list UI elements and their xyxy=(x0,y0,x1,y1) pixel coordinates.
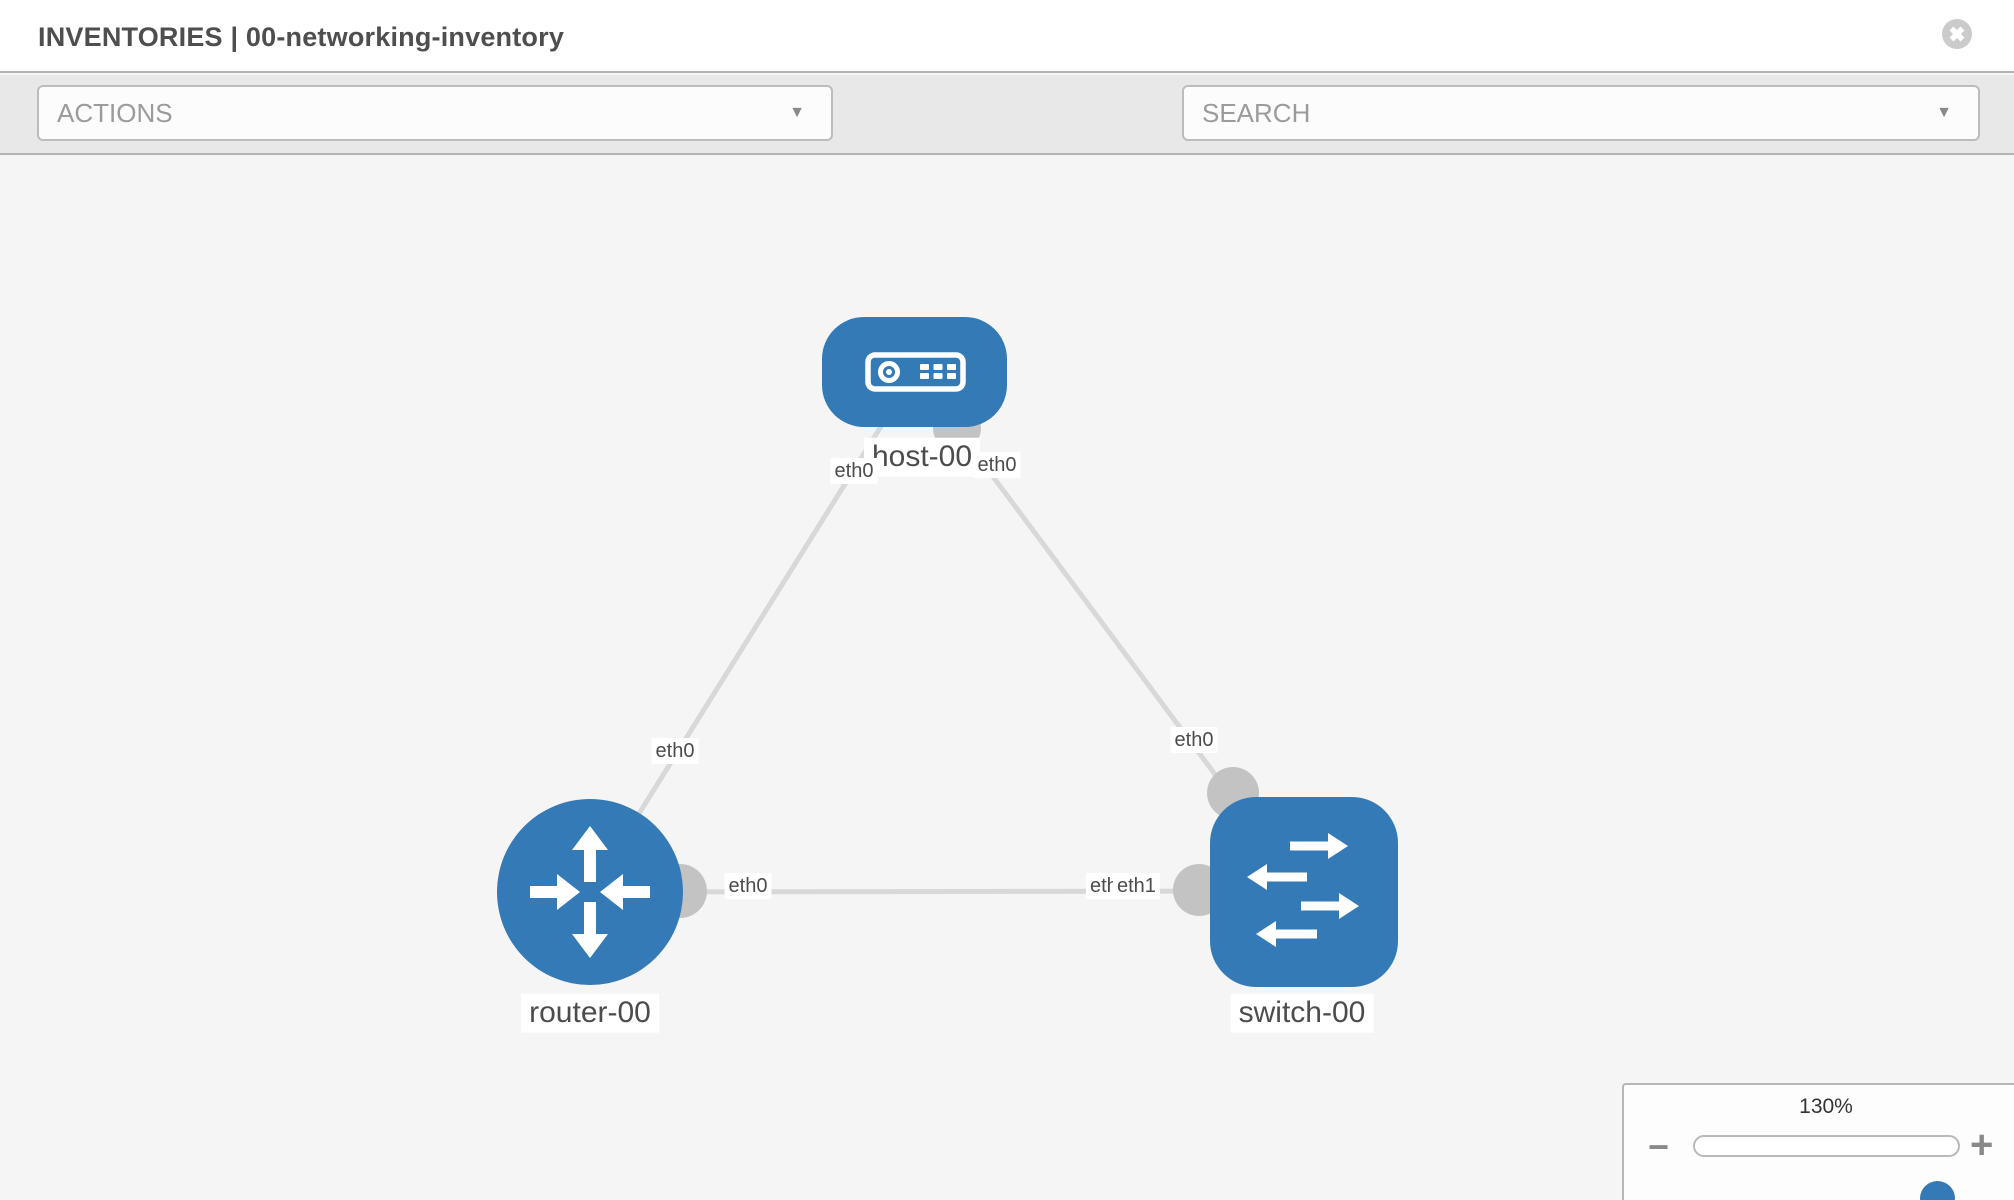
search-dropdown[interactable]: SEARCH ▼ xyxy=(1182,85,1980,141)
topology-canvas[interactable]: host-00 router-00 switch-00 eth0 eth0 et… xyxy=(0,157,2014,1200)
plus-icon: + xyxy=(1970,1123,1994,1167)
node-label-host: host-00 xyxy=(863,437,981,477)
zoom-in-button[interactable]: + xyxy=(1970,1125,1993,1165)
interface-label-switch-to-host: eth0 xyxy=(1170,727,1218,753)
node-host[interactable] xyxy=(822,317,1007,427)
zoom-slider-track[interactable] xyxy=(1693,1135,1960,1200)
search-dropdown-label: SEARCH xyxy=(1202,97,1311,128)
interface-label-host-to-switch: eth0 xyxy=(973,452,1021,478)
chevron-down-icon: ▼ xyxy=(1936,104,1952,121)
actions-dropdown-label: ACTIONS xyxy=(57,97,173,128)
router-arrows-icon xyxy=(530,826,650,958)
zoom-slider-thumb[interactable] xyxy=(1920,1181,1955,1200)
close-button[interactable] xyxy=(1941,18,1973,50)
actions-dropdown[interactable]: ACTIONS ▼ xyxy=(37,85,833,141)
switch-arrows-icon xyxy=(1247,833,1359,947)
zoom-level-value: 130% xyxy=(1799,1095,1853,1118)
toolbar: ACTIONS ▼ SEARCH ▼ xyxy=(0,75,2014,208)
node-switch[interactable] xyxy=(1210,797,1398,987)
page-title: INVENTORIES | 00-networking-inventory xyxy=(38,22,565,52)
interface-label-router-to-host: eth0 xyxy=(651,738,699,764)
interface-circles xyxy=(653,404,1259,918)
interface-label-router-to-switch: eth0 xyxy=(724,873,772,899)
zoom-control-panel: 130% − + xyxy=(1622,1083,2014,1200)
node-router[interactable] xyxy=(497,799,683,985)
interface-label-host-to-router: eth0 xyxy=(830,458,878,484)
chevron-down-icon: ▼ xyxy=(789,104,805,121)
minus-icon: − xyxy=(1648,1126,1670,1167)
interface-label-switch-to-router: eth1 xyxy=(1113,873,1160,899)
node-label-switch: switch-00 xyxy=(1230,993,1374,1033)
topology-svg xyxy=(497,317,1398,987)
page-header: INVENTORIES | 00-networking-inventory xyxy=(0,0,2014,73)
host-device-icon xyxy=(865,352,966,392)
node-label-router: router-00 xyxy=(521,993,659,1033)
zoom-out-button[interactable]: − xyxy=(1648,1129,1669,1165)
close-icon xyxy=(1941,19,1973,53)
